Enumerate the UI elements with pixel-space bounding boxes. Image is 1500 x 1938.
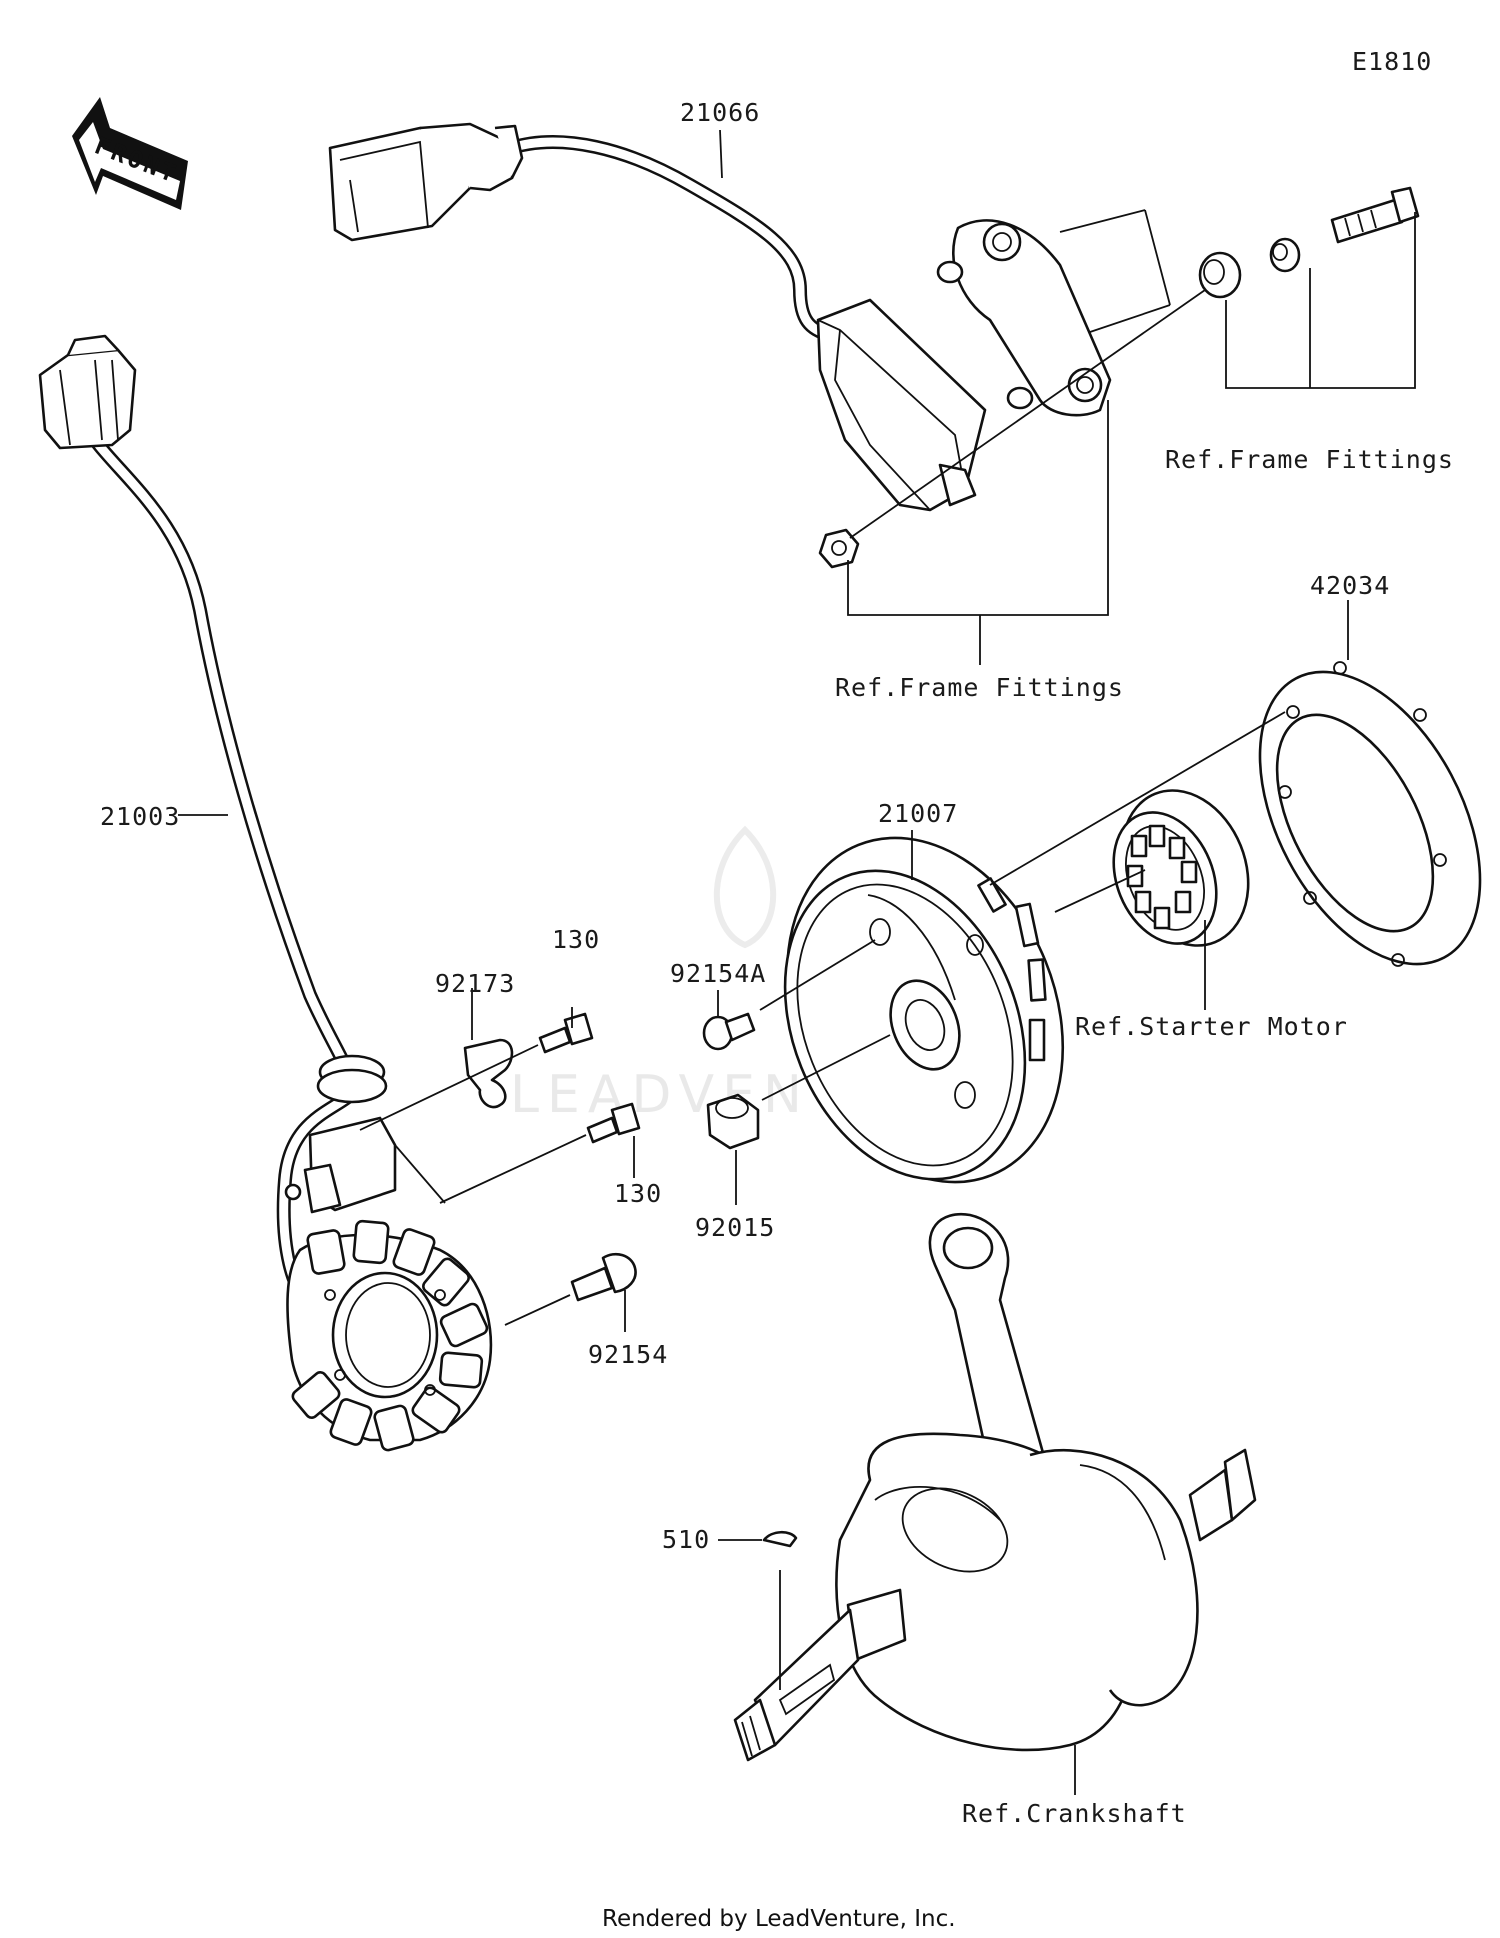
label-42034[interactable]: 42034 [1310, 571, 1390, 600]
label-21066[interactable]: 21066 [680, 98, 760, 127]
leader-lines-middle [717, 600, 1349, 1205]
label-21003[interactable]: 21003 [100, 802, 180, 831]
label-92173[interactable]: 92173 [435, 969, 515, 998]
rotor-21007[interactable] [738, 796, 1112, 1223]
stator-21003[interactable] [38, 334, 493, 1452]
leader-lines-upper [719, 129, 1416, 665]
starter-clutch[interactable] [1095, 771, 1271, 964]
footer-credit: Rendered by LeadVenture, Inc. [602, 1906, 956, 1932]
label-ref-frame-fittings-lower[interactable]: Ref.Frame Fittings [835, 673, 1124, 702]
front-arrow-icon: FRONT [72, 97, 188, 210]
label-92154[interactable]: 92154 [588, 1340, 668, 1369]
label-92154A[interactable]: 92154A [670, 959, 766, 988]
label-ref-crankshaft[interactable]: Ref.Crankshaft [962, 1799, 1187, 1828]
fasteners-left[interactable] [463, 1012, 641, 1302]
label-92015[interactable]: 92015 [695, 1213, 775, 1242]
label-21007[interactable]: 21007 [878, 799, 958, 828]
leader-lines-lower [718, 1539, 1076, 1795]
label-130-upper[interactable]: 130 [552, 925, 600, 954]
leader-lines-left [178, 814, 635, 1332]
regulator-rectifier-21066[interactable] [328, 122, 1420, 569]
diagram-code: E1810 [1352, 47, 1432, 76]
label-130-lower[interactable]: 130 [614, 1179, 662, 1208]
rotor-fasteners[interactable] [702, 1012, 760, 1150]
gasket-42034[interactable] [1215, 635, 1500, 1000]
crankshaft[interactable] [733, 1212, 1257, 1762]
woodruff-key-510[interactable] [762, 1530, 798, 1548]
label-510[interactable]: 510 [662, 1525, 710, 1554]
label-ref-frame-fittings-upper[interactable]: Ref.Frame Fittings [1165, 445, 1454, 474]
label-ref-starter-motor[interactable]: Ref.Starter Motor [1075, 1012, 1348, 1041]
